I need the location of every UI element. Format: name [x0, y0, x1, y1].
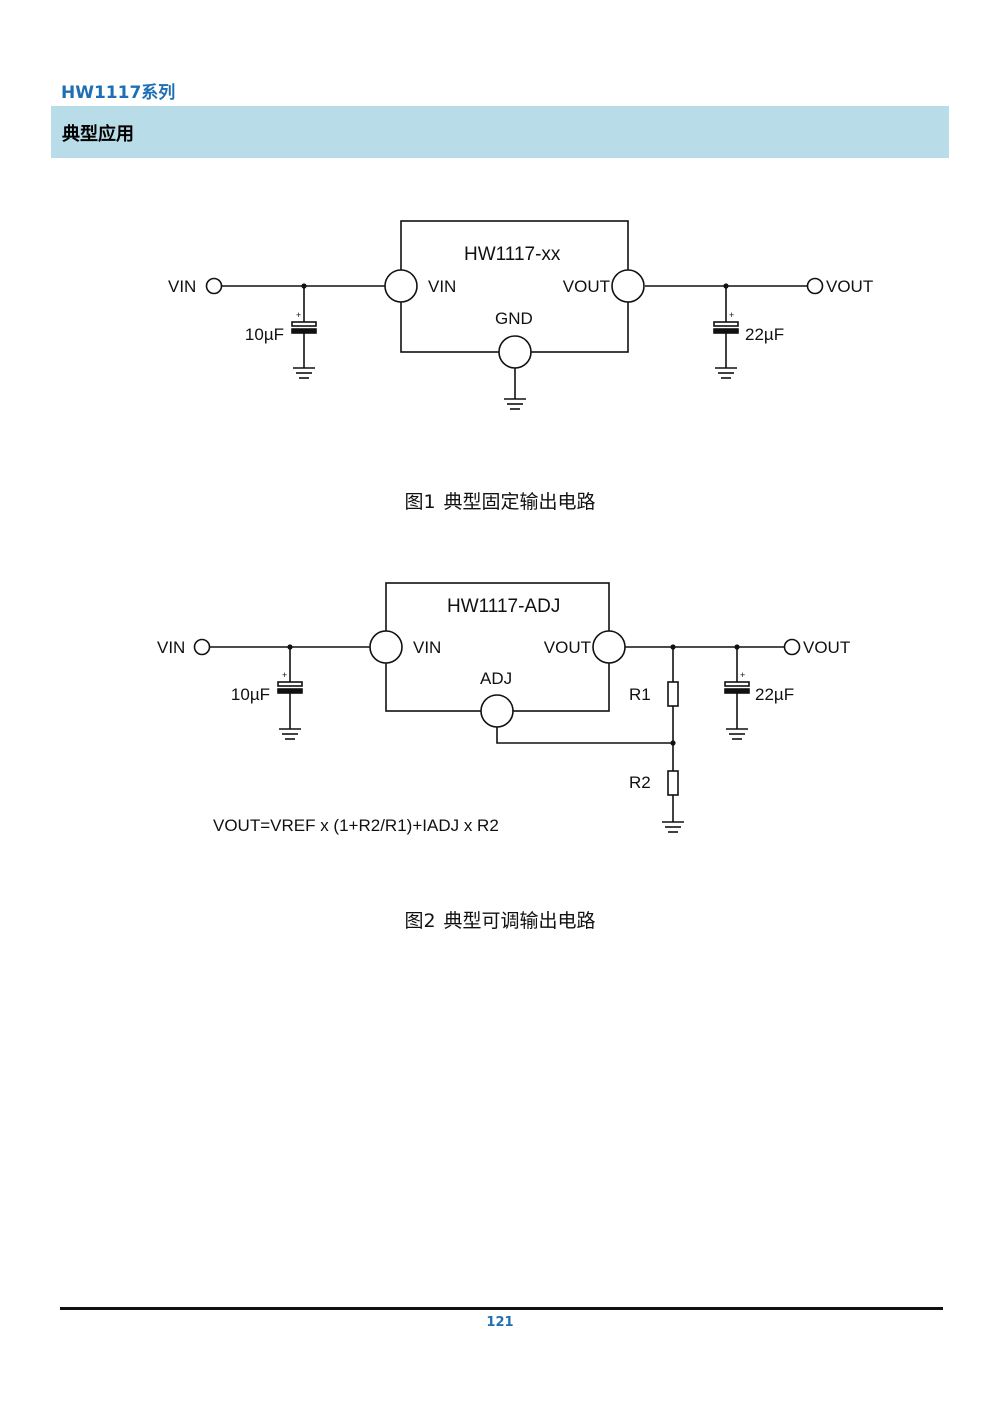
fig1-pin-gnd: [498, 335, 532, 369]
fig2-output-terminal: [783, 638, 801, 656]
fig2-output-cap-label: 22µF: [755, 685, 794, 704]
fig2-output-cap-polarity: +: [740, 670, 745, 680]
fig2-formula: VOUT=VREF x (1+R2/R1)+IADJ x R2: [213, 816, 499, 835]
fig2-pin-vin-label: VIN: [413, 638, 441, 657]
fig2-pin-vin: [369, 630, 403, 664]
fig1-input-cap-polarity: +: [296, 310, 301, 320]
fig2-input-junction: [287, 644, 293, 650]
fig2-output-capacitor-icon: [724, 681, 750, 694]
fig1-pin-gnd-label: GND: [495, 309, 533, 328]
fig1-chip-name: HW1117-xx: [464, 244, 561, 265]
fig2-caption-number: 图2: [404, 910, 436, 932]
fig2-divider-mid-junction: [670, 740, 676, 746]
fig1-input-junction: [301, 283, 307, 289]
fig1-output-terminal: [806, 277, 824, 295]
fig2-resistor-r2-icon: [667, 770, 679, 796]
page-number: 121: [486, 1315, 514, 1330]
fig1-caption-number: 图1: [404, 491, 436, 513]
fig2-input-cap-polarity: +: [282, 670, 287, 680]
fig2-caption: 图2 典型可调输出电路: [0, 906, 1000, 933]
fig2-pin-adj: [480, 694, 514, 728]
fig1-chip-ground-icon: [504, 398, 526, 410]
fig1-caption-text: 典型固定输出电路: [443, 491, 596, 513]
fig1-input-cap-label: 10µF: [245, 325, 284, 344]
fig2-output-ground-icon: [726, 728, 748, 740]
fig1-input-ground-icon: [293, 367, 315, 379]
fig1-output-label: VOUT: [826, 277, 873, 296]
fig2-r2-ground-icon: [662, 821, 684, 833]
fig2-input-cap-label: 10µF: [231, 685, 270, 704]
series-title: HW1117系列: [61, 83, 176, 103]
fig1-input-terminal: [205, 277, 223, 295]
fig2-chip-name: HW1117-ADJ: [447, 596, 560, 617]
fig2-pin-adj-label: ADJ: [480, 669, 512, 688]
fig2-resistor-r1-icon: [667, 681, 679, 707]
fig2-output-label: VOUT: [803, 638, 850, 657]
fig2-input-ground-icon: [279, 728, 301, 740]
fig1-output-junction: [723, 283, 729, 289]
fig1-caption: 图1 典型固定输出电路: [0, 487, 1000, 514]
fig1-output-cap-polarity: +: [729, 310, 734, 320]
fig2-pin-vout: [592, 630, 626, 664]
fig2-caption-text: 典型可调输出电路: [443, 910, 596, 932]
fig1-input-label: VIN: [168, 277, 196, 296]
fig1-pin-vin-label: VIN: [428, 277, 456, 296]
fig1-output-capacitor-icon: [713, 321, 739, 334]
fig2-input-capacitor-icon: [277, 681, 303, 694]
fig2-input-label: VIN: [157, 638, 185, 657]
fig2-r1-label: R1: [629, 685, 651, 704]
fig1-output-cap-label: 22µF: [745, 325, 784, 344]
fig2-r2-label: R2: [629, 773, 651, 792]
section-title: 典型应用: [62, 124, 134, 145]
fig2-input-terminal: [193, 638, 211, 656]
fig2-output-junction: [734, 644, 740, 650]
section-header-bar: 典型应用: [51, 106, 949, 158]
fig2-pin-vout-label: VOUT: [544, 638, 591, 657]
fig1-output-ground-icon: [715, 367, 737, 379]
fig1-pin-vout: [611, 269, 645, 303]
fig1-pin-vin: [384, 269, 418, 303]
fig1-pin-vout-label: VOUT: [563, 277, 610, 296]
fig2-divider-top-junction: [670, 644, 676, 650]
footer-rule: [60, 1307, 943, 1310]
fig1-input-capacitor-icon: [291, 321, 317, 334]
fig2-adj-wire: [496, 727, 673, 744]
